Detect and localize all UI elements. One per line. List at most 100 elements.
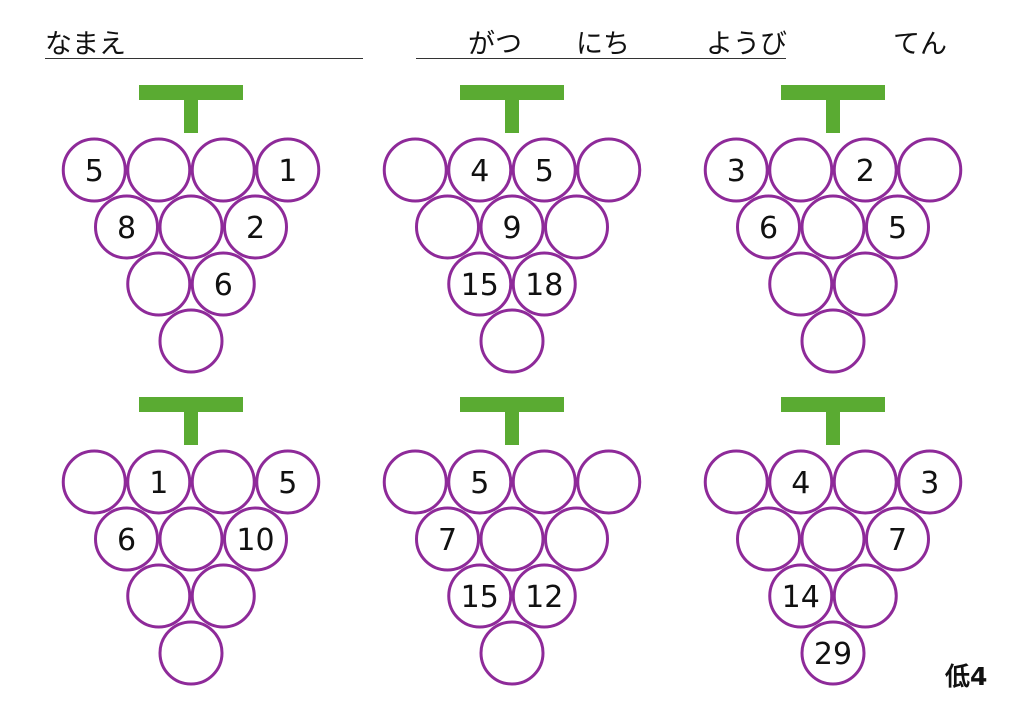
- grape-circle[interactable]: [158, 308, 224, 374]
- grape-circle[interactable]: [832, 449, 898, 515]
- grape-circle[interactable]: [415, 194, 480, 260]
- grape-cell[interactable]: [576, 449, 642, 515]
- grape-circle[interactable]: [61, 449, 127, 515]
- grape-number: 29: [814, 637, 852, 672]
- grape-cell[interactable]: [511, 449, 577, 515]
- grape-cell[interactable]: [190, 563, 256, 629]
- grape-circle[interactable]: [800, 194, 866, 260]
- grape-cell[interactable]: [832, 449, 898, 515]
- grape-circle: [768, 563, 834, 629]
- grape-circle[interactable]: [576, 137, 642, 203]
- stem-bar: [139, 85, 243, 100]
- grape-circle[interactable]: [768, 137, 834, 203]
- grape-number: 9: [502, 211, 521, 246]
- grape-circle[interactable]: [126, 251, 192, 317]
- grape-circle[interactable]: [382, 449, 448, 515]
- grape-circle: [511, 563, 577, 629]
- grape-circle[interactable]: [897, 137, 963, 203]
- grape-cell[interactable]: [703, 449, 769, 515]
- grape-cell: 10: [223, 506, 288, 572]
- grape-cell[interactable]: [768, 137, 834, 203]
- grape-circle[interactable]: [158, 506, 224, 572]
- grape-number: 5: [278, 466, 297, 501]
- grape-circle[interactable]: [511, 449, 577, 515]
- grape-cell[interactable]: [800, 308, 866, 374]
- grape-circle: [223, 506, 288, 572]
- grape-cell[interactable]: [126, 251, 192, 317]
- grape-number: 15: [461, 268, 499, 303]
- grape-cell[interactable]: [897, 137, 963, 203]
- grape-circle[interactable]: [832, 563, 898, 629]
- grape-cell[interactable]: [382, 137, 448, 203]
- grape-cell[interactable]: [576, 137, 642, 203]
- grape-circle[interactable]: [703, 449, 769, 515]
- grape-circle: [736, 194, 801, 260]
- stem-post: [826, 410, 840, 445]
- grape-cell[interactable]: [158, 506, 224, 572]
- grape-cell[interactable]: [158, 308, 224, 374]
- grape-cell[interactable]: [800, 506, 866, 572]
- grape-circle[interactable]: [479, 506, 545, 572]
- grape-cell[interactable]: [479, 308, 545, 374]
- grape-circle[interactable]: [544, 194, 609, 260]
- grape-cell[interactable]: [61, 449, 127, 515]
- grape-number: 5: [888, 211, 907, 246]
- grape-cell[interactable]: [190, 449, 256, 515]
- grape-cell[interactable]: [158, 620, 224, 686]
- grape-circle: [223, 194, 288, 260]
- grape-cell[interactable]: [126, 137, 192, 203]
- grape-circle[interactable]: [736, 506, 801, 572]
- grape-cell[interactable]: [544, 506, 609, 572]
- grape-cell: 1: [126, 449, 192, 515]
- grape-circle[interactable]: [190, 563, 256, 629]
- grape-cell[interactable]: [832, 563, 898, 629]
- grape-circle[interactable]: [576, 449, 642, 515]
- grape-number: 1: [149, 466, 168, 501]
- grape-cell[interactable]: [479, 620, 545, 686]
- grape-circle[interactable]: [800, 506, 866, 572]
- grape-cell: 9: [479, 194, 545, 260]
- grape-circle[interactable]: [190, 137, 256, 203]
- date-field-line[interactable]: [416, 58, 786, 59]
- grape-cell[interactable]: [768, 251, 834, 317]
- grape-cell[interactable]: [382, 449, 448, 515]
- grape-circle[interactable]: [190, 449, 256, 515]
- grape-circle[interactable]: [832, 251, 898, 317]
- grape-circle[interactable]: [126, 563, 192, 629]
- grape-circle[interactable]: [158, 194, 224, 260]
- grape-cell[interactable]: [800, 194, 866, 260]
- grape-cell: 1: [255, 137, 321, 203]
- grape-cell[interactable]: [415, 194, 480, 260]
- grape-cell: 6: [736, 194, 801, 260]
- grape-circle[interactable]: [158, 620, 224, 686]
- grape-cell[interactable]: [479, 506, 545, 572]
- grape-cell[interactable]: [736, 506, 801, 572]
- grape-circle: [94, 506, 159, 572]
- grape-cell[interactable]: [832, 251, 898, 317]
- grape-circle[interactable]: [768, 251, 834, 317]
- grape-cell: 15: [447, 251, 513, 317]
- grape-circle: [511, 251, 577, 317]
- grape-cell[interactable]: [158, 194, 224, 260]
- grape-cell[interactable]: [190, 137, 256, 203]
- grape-cell[interactable]: [544, 194, 609, 260]
- grape-circle: [800, 620, 866, 686]
- grape-circle[interactable]: [382, 137, 448, 203]
- day-label: にち: [576, 29, 630, 60]
- grape-number: 6: [214, 268, 233, 303]
- grape-cell: 2: [223, 194, 288, 260]
- grape-circle[interactable]: [479, 308, 545, 374]
- grape-circle: [447, 137, 513, 203]
- grape-circle[interactable]: [544, 506, 609, 572]
- grape-number: 7: [438, 523, 457, 558]
- grape-circle[interactable]: [800, 308, 866, 374]
- grape-cell[interactable]: [126, 563, 192, 629]
- grape-circle[interactable]: [126, 137, 192, 203]
- grape-circle: [511, 137, 577, 203]
- grape-circle[interactable]: [479, 620, 545, 686]
- name-field-line[interactable]: [45, 58, 363, 59]
